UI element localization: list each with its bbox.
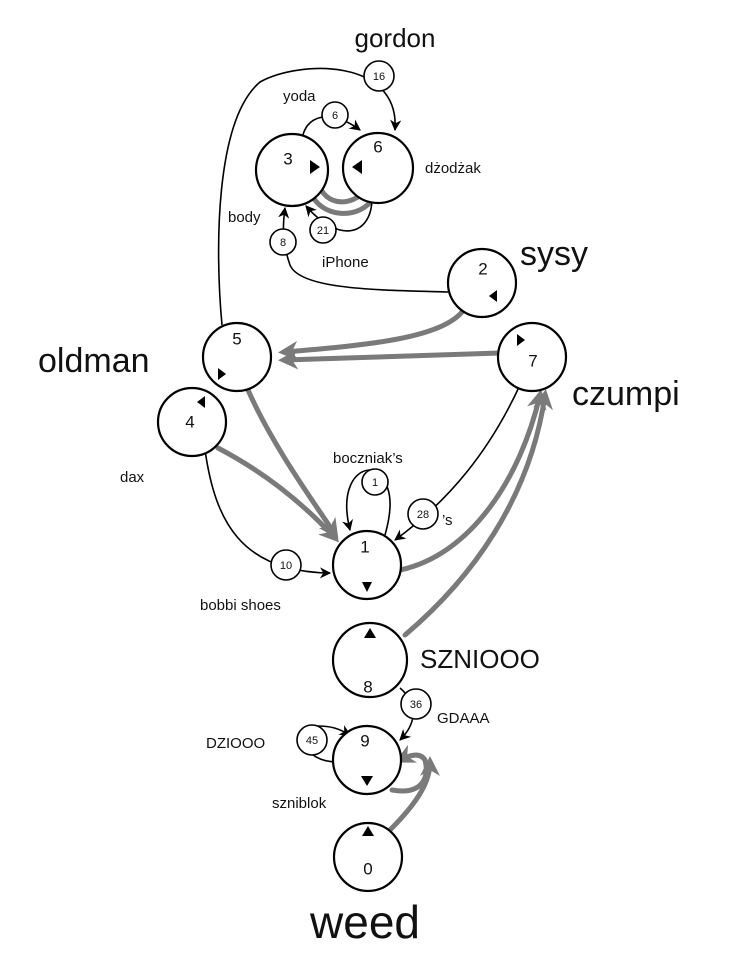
edge-3-to-6-yoda — [301, 116, 361, 141]
badge-6: 6 — [321, 101, 349, 129]
node-6-arrow-icon — [352, 160, 362, 174]
label-weed: weed — [309, 896, 420, 948]
label-dzodzak: dżodżak — [425, 160, 481, 177]
node-6-number: 6 — [373, 137, 382, 156]
badge-36: 36 — [400, 688, 432, 720]
node-9: 9 — [331, 724, 403, 796]
label-oldman: oldman — [38, 342, 150, 380]
node-8-arrow-icon — [364, 628, 376, 638]
label-sznio: SZNIOOO — [420, 644, 540, 674]
node-3-number: 3 — [283, 149, 292, 168]
node-1: 1 — [331, 529, 403, 601]
node-6: 6 — [341, 131, 415, 205]
edge-4-to-1 — [215, 445, 340, 543]
badge-16: 16 — [363, 60, 395, 92]
node-5: 5 — [201, 321, 273, 393]
node-2-number: 2 — [478, 259, 487, 278]
edge-1-to-7 — [397, 389, 547, 573]
node-2: 2 — [446, 247, 518, 319]
node-5-number: 5 — [232, 329, 241, 348]
badge-6-number: 6 — [332, 110, 338, 122]
node-1-arrow-icon — [362, 582, 372, 592]
node-5-arrow-icon — [218, 368, 226, 380]
edge-2-to-5 — [278, 309, 465, 361]
node-3: 3 — [254, 132, 330, 208]
node-1-number: 1 — [360, 537, 369, 556]
badge-8: 8 — [269, 228, 297, 256]
label-bobbi-shoes: bobbi shoes — [200, 597, 281, 614]
edge-8-to-7 — [402, 389, 553, 638]
edge-5-to-1 — [245, 387, 339, 539]
badge-45: 45 — [296, 724, 328, 756]
badge-21: 21 — [309, 216, 337, 244]
node-9-number: 9 — [360, 731, 369, 750]
label-czumpi: czumpi — [572, 375, 680, 413]
node-0-number: 0 — [363, 859, 372, 878]
node-7-number: 7 — [528, 351, 537, 370]
node-4: 4 — [156, 386, 228, 458]
label-body: body — [228, 209, 261, 226]
label-dax: dax — [120, 469, 145, 486]
node-8: 8 — [331, 621, 409, 699]
node-8-number: 8 — [363, 677, 372, 696]
label-dziooo: DZIOOO — [206, 735, 265, 752]
label-szniblok: szniblok — [272, 795, 327, 812]
label-sysy: sysy — [520, 235, 588, 273]
badge-28-number: 28 — [417, 509, 429, 521]
badge-8-number: 8 — [280, 237, 286, 249]
node-7: 7 — [496, 321, 568, 393]
node-7-arrow-icon — [517, 334, 525, 346]
badge-1-number: 1 — [372, 477, 378, 489]
node-0-arrow-icon — [362, 826, 374, 836]
label-iphone: iPhone — [322, 254, 369, 271]
label-boczniaks: boczniak’s — [333, 450, 403, 467]
badge-21-number: 21 — [317, 225, 329, 237]
badge-1: 1 — [361, 468, 389, 496]
node-4-number: 4 — [185, 412, 194, 431]
node-3-arrow-icon — [310, 160, 320, 174]
badge-36-number: 36 — [410, 699, 422, 711]
label-s: ’s — [442, 512, 453, 529]
badge-10: 10 — [270, 549, 302, 581]
edge-6-to-3-21 — [305, 197, 373, 232]
badge-45-number: 45 — [306, 735, 318, 747]
node-2-arrow-icon — [489, 290, 497, 302]
edge-0-to-9 — [387, 756, 440, 833]
label-gdaaa: GDAAA — [437, 710, 490, 727]
edge-9-loop — [389, 744, 429, 794]
node-4-arrow-icon — [197, 396, 205, 408]
label-gordon: gordon — [355, 23, 436, 53]
badge-10-number: 10 — [280, 560, 292, 572]
badge-16-number: 16 — [373, 71, 385, 83]
edge-7-to-5 — [278, 349, 503, 370]
badge-28: 28 — [407, 498, 439, 530]
node-9-arrow-icon — [361, 776, 373, 786]
label-yoda: yoda — [283, 88, 316, 105]
node-0: 0 — [332, 821, 404, 893]
